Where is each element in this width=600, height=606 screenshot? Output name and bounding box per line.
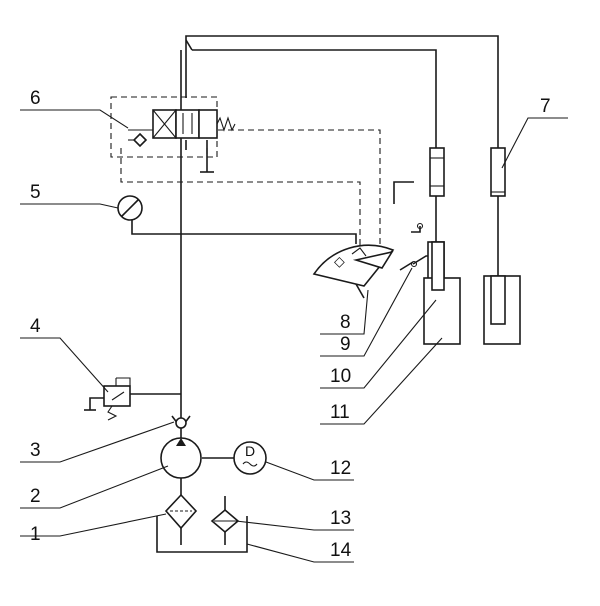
- label-1: 1: [30, 524, 41, 545]
- label-3: 3: [30, 440, 41, 461]
- label-7: 7: [540, 96, 551, 117]
- label-10: 10: [330, 366, 351, 387]
- cylinder-assembly-10-11: [423, 147, 461, 345]
- label-8: 8: [340, 312, 351, 333]
- motor-12: D: [233, 441, 267, 475]
- filter-1: [164, 493, 198, 530]
- pipework: [118, 35, 499, 545]
- rotary-actuator-8: ◇: [312, 244, 395, 299]
- label-13: 13: [330, 508, 351, 529]
- tank-14: [156, 516, 248, 553]
- check-valve-3: [171, 415, 191, 438]
- pressure-gauge-5: [117, 195, 143, 221]
- label-9: 9: [340, 334, 351, 355]
- label-2: 2: [30, 486, 41, 507]
- limit-switch-9: [399, 222, 424, 271]
- label-12: 12: [330, 458, 351, 479]
- label-5: 5: [30, 182, 41, 203]
- directional-valve-6: [110, 96, 236, 158]
- relief-valve-4: [84, 377, 131, 421]
- leader-lines: [20, 109, 568, 563]
- motor-symbol: D: [245, 443, 255, 459]
- label-4: 4: [30, 316, 41, 337]
- part-labels: 6 5 4 3 2 1 7 8 9 10 11 12 13 14: [30, 88, 551, 561]
- label-14: 14: [330, 540, 352, 561]
- pump-2: [160, 437, 202, 479]
- cylinder-7: [483, 147, 521, 345]
- cooler-13: [210, 496, 240, 545]
- label-6: 6: [30, 88, 41, 109]
- pilot-lines: [120, 129, 381, 262]
- actuator-port-mark: ◇: [334, 253, 345, 269]
- label-11: 11: [330, 402, 350, 423]
